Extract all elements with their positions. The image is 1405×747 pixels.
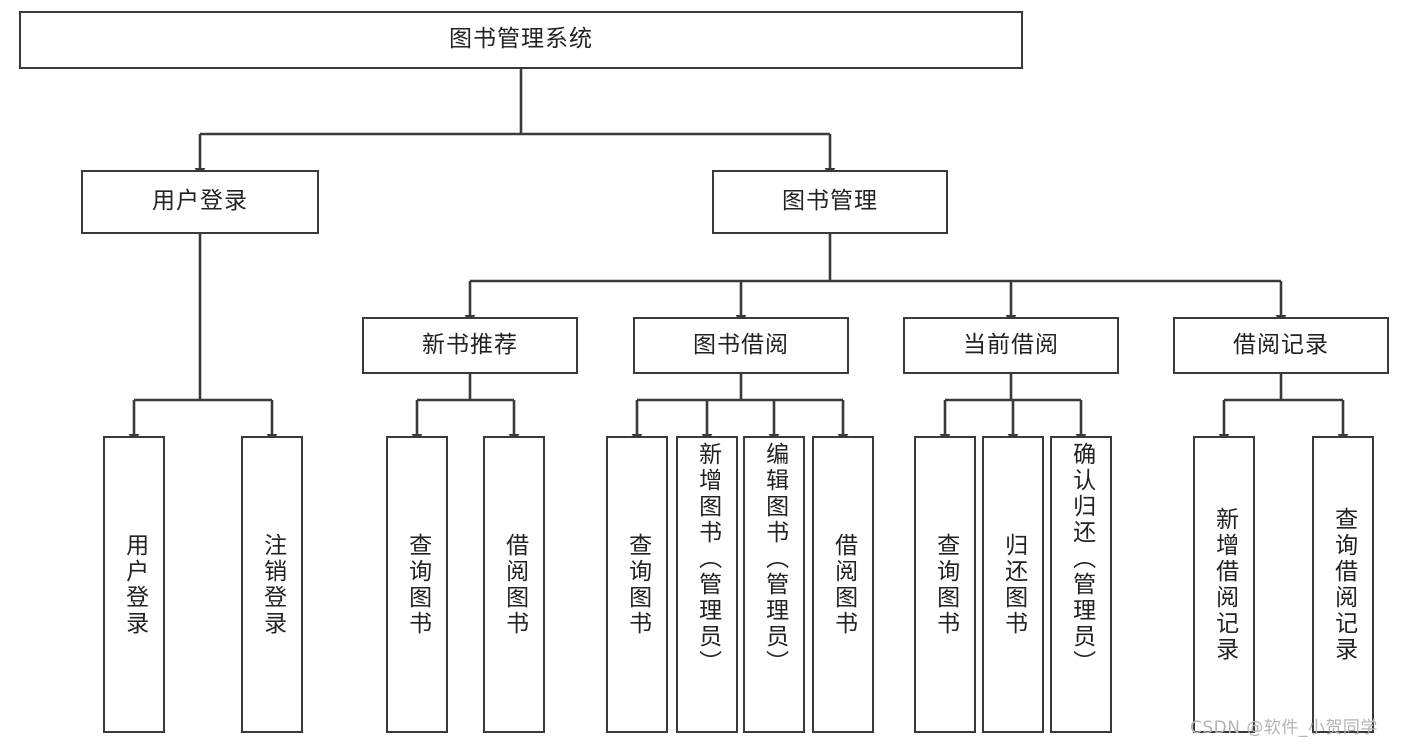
node-login[interactable]: 用户登录 bbox=[81, 170, 319, 234]
node-label: 确认归还（管理员） bbox=[1068, 442, 1095, 676]
node-label: 借阅图书 bbox=[830, 532, 857, 637]
node-label: 查询图书 bbox=[932, 532, 959, 637]
node-leaf2[interactable]: 注销登录 bbox=[241, 436, 303, 733]
node-leaf1[interactable]: 用户登录 bbox=[103, 436, 165, 733]
node-label: 借阅记录 bbox=[1233, 331, 1329, 358]
node-leaf6[interactable]: 新增图书（管理员） bbox=[676, 436, 738, 733]
node-label: 借阅图书 bbox=[501, 532, 528, 637]
node-leaf7[interactable]: 编辑图书（管理员） bbox=[743, 436, 805, 733]
node-label: 查询借阅记录 bbox=[1330, 506, 1357, 663]
node-label: 新增借阅记录 bbox=[1211, 506, 1238, 663]
node-leaf8[interactable]: 借阅图书 bbox=[812, 436, 874, 733]
node-leaf5[interactable]: 查询图书 bbox=[606, 436, 668, 733]
node-newbook[interactable]: 新书推荐 bbox=[362, 317, 578, 374]
node-label: 查询图书 bbox=[624, 532, 651, 637]
watermark-text: CSDN @软件_小贺同学 bbox=[1190, 718, 1378, 738]
node-label: 编辑图书（管理员） bbox=[761, 442, 788, 676]
node-leaf3[interactable]: 查询图书 bbox=[386, 436, 448, 733]
node-label: 归还图书 bbox=[1000, 532, 1027, 637]
node-label: 用户登录 bbox=[121, 532, 148, 637]
node-leaf12[interactable]: 新增借阅记录 bbox=[1193, 436, 1255, 733]
node-label: 查询图书 bbox=[404, 532, 431, 637]
node-label: 新书推荐 bbox=[422, 331, 518, 358]
node-label: 图书管理系统 bbox=[449, 26, 593, 53]
node-leaf10[interactable]: 归还图书 bbox=[982, 436, 1044, 733]
node-label: 用户登录 bbox=[152, 188, 248, 215]
node-leaf11[interactable]: 确认归还（管理员） bbox=[1050, 436, 1112, 733]
node-label: 图书借阅 bbox=[693, 331, 789, 358]
node-label: 当前借阅 bbox=[963, 331, 1059, 358]
node-current[interactable]: 当前借阅 bbox=[903, 317, 1119, 374]
node-leaf4[interactable]: 借阅图书 bbox=[483, 436, 545, 733]
node-label: 注销登录 bbox=[259, 532, 286, 637]
node-leaf13[interactable]: 查询借阅记录 bbox=[1312, 436, 1374, 733]
node-leaf9[interactable]: 查询图书 bbox=[914, 436, 976, 733]
node-bookmgmt[interactable]: 图书管理 bbox=[712, 170, 948, 234]
node-label: 图书管理 bbox=[782, 188, 878, 215]
node-records[interactable]: 借阅记录 bbox=[1173, 317, 1389, 374]
node-root[interactable]: 图书管理系统 bbox=[19, 11, 1023, 69]
node-borrow[interactable]: 图书借阅 bbox=[633, 317, 849, 374]
node-label: 新增图书（管理员） bbox=[694, 442, 721, 676]
